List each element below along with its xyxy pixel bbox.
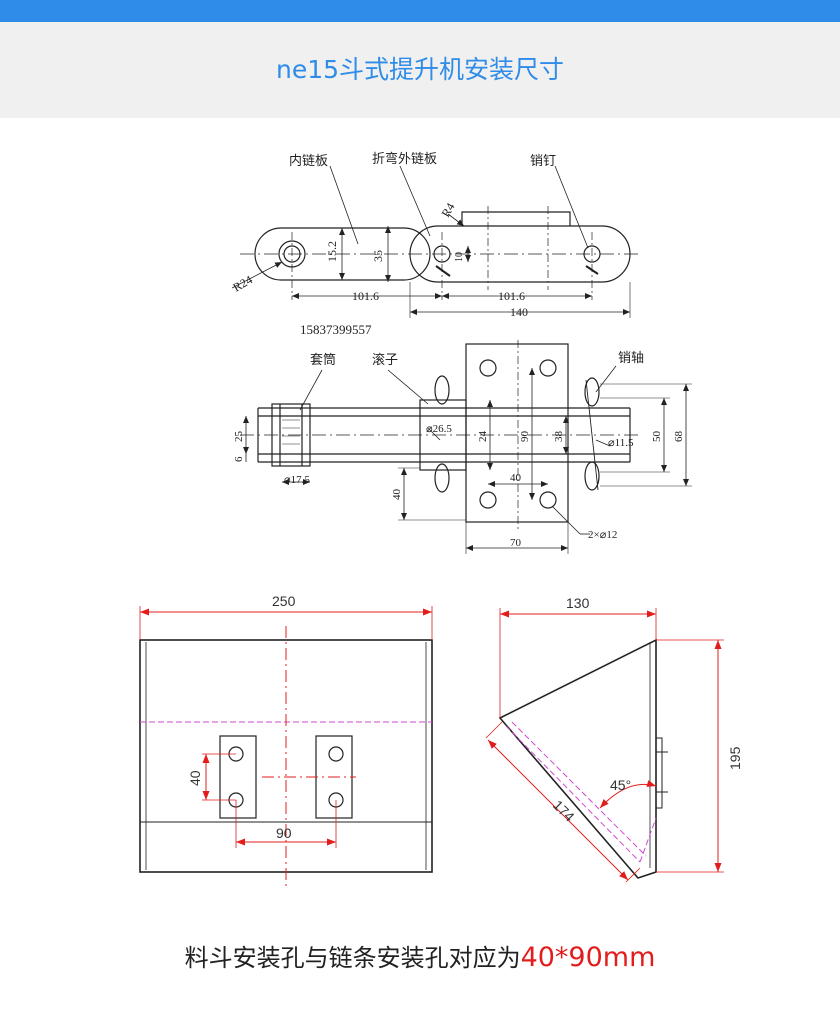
bucket-front-labels: 250 40 90 bbox=[187, 593, 296, 841]
label-inner-plate: 内链板 bbox=[289, 153, 328, 168]
dim-15-2: 15.2 bbox=[325, 241, 339, 262]
label-roller: 滚子 bbox=[372, 352, 398, 367]
chain-side-view bbox=[231, 165, 640, 318]
dim-40-horizontal: 40 bbox=[510, 472, 522, 484]
dim-25: 25 bbox=[233, 431, 245, 443]
chain-top-labels: 套筒 滚子 销轴 25 6 ⌀17.5 ⌀26.5 24 90 38 ⌀11.5… bbox=[233, 350, 685, 549]
dim-r4: R4 bbox=[438, 200, 457, 219]
dim-bucket-hole-vertical: 40 bbox=[187, 770, 203, 786]
dim-bucket-height: 195 bbox=[727, 746, 743, 770]
dim-50: 50 bbox=[651, 431, 663, 443]
header-band bbox=[0, 22, 840, 118]
dim-35: 35 bbox=[371, 250, 385, 262]
dim-total: 140 bbox=[510, 305, 528, 319]
bucket-side-labels: 130 195 174 45° bbox=[550, 595, 743, 825]
dim-6: 6 bbox=[233, 456, 245, 462]
dim-bucket-hole-horizontal: 90 bbox=[276, 825, 292, 841]
dim-26-5: ⌀26.5 bbox=[426, 423, 452, 435]
installation-drawing: 内链板 折弯外链板 销钉 R4 R24 15.2 35 10 101.6 101… bbox=[139, 151, 743, 888]
bucket-front-view bbox=[139, 606, 433, 888]
dim-bucket-width: 250 bbox=[272, 593, 296, 609]
dim-17-5: ⌀17.5 bbox=[284, 474, 310, 486]
dim-bucket-depth: 130 bbox=[566, 595, 590, 611]
phone-number: 15837399557 bbox=[300, 322, 372, 337]
dim-38: 38 bbox=[553, 431, 565, 443]
dim-r24: R24 bbox=[231, 272, 255, 294]
dim-bucket-slant: 174 bbox=[550, 797, 578, 825]
dim-24: 24 bbox=[477, 431, 489, 443]
caption-highlight: 40*90mm bbox=[520, 942, 656, 973]
dim-10: 10 bbox=[454, 252, 465, 262]
footer-caption: 料斗安装孔与链条安装孔对应为40*90mm bbox=[0, 938, 840, 973]
chain-side-labels: 内链板 折弯外链板 销钉 R4 R24 15.2 35 10 101.6 101… bbox=[231, 151, 557, 337]
dim-11-5: ⌀11.5 bbox=[608, 437, 634, 449]
page-title: ne15斗式提升机安装尺寸 bbox=[275, 55, 565, 84]
dim-holes: 2×⌀12 bbox=[588, 529, 617, 541]
dim-90: 90 bbox=[519, 431, 531, 443]
label-sleeve: 套筒 bbox=[310, 352, 336, 367]
label-bent-outer-plate: 折弯外链板 bbox=[372, 151, 437, 166]
dim-70: 70 bbox=[510, 537, 522, 549]
dim-bucket-angle: 45° bbox=[610, 777, 631, 793]
dim-40-vertical: 40 bbox=[391, 489, 403, 501]
dim-68: 68 bbox=[673, 431, 685, 443]
caption-text: 料斗安装孔与链条安装孔对应为 bbox=[184, 944, 521, 972]
bucket-side-view bbox=[485, 608, 724, 883]
chain-top-view bbox=[240, 340, 692, 554]
dim-pitch-right: 101.6 bbox=[498, 289, 525, 303]
label-pin-shaft: 销轴 bbox=[618, 350, 644, 365]
top-accent-bar bbox=[0, 0, 840, 22]
dim-pitch-left: 101.6 bbox=[352, 289, 379, 303]
label-pin: 销钉 bbox=[530, 153, 556, 168]
